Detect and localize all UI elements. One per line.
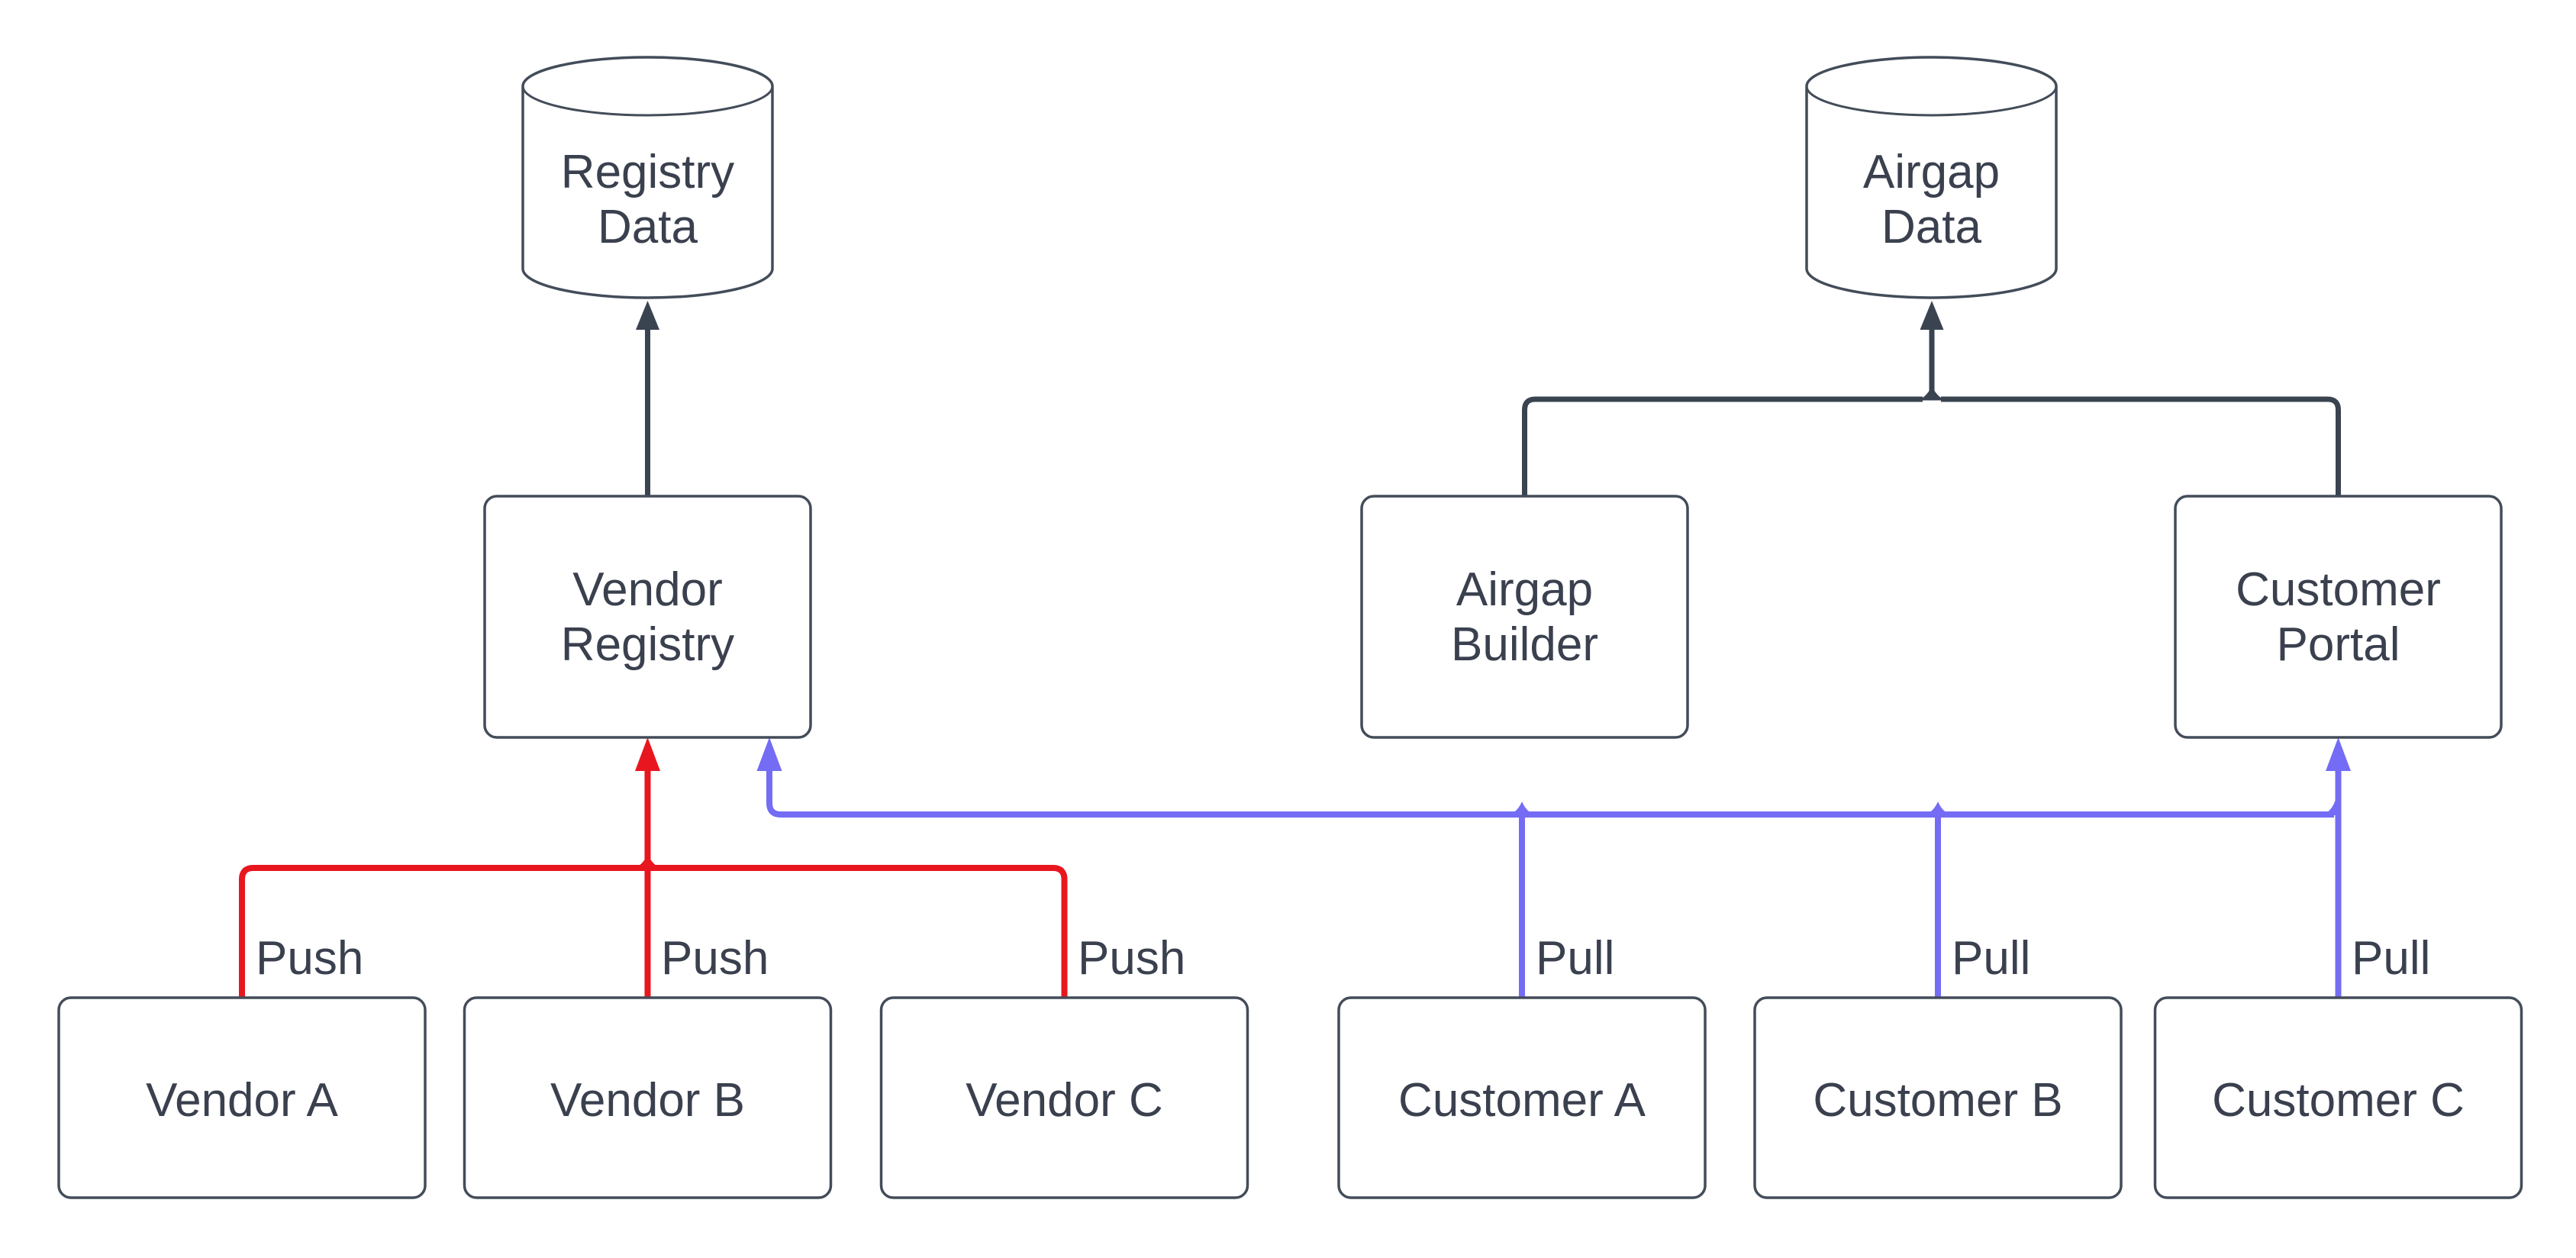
dark-edges (636, 301, 2341, 496)
arrowhead-pull-customer-portal (2326, 737, 2351, 771)
edge-label-push-vendor-b: Push (661, 932, 769, 985)
merge-flare-airgap (1917, 385, 1946, 401)
merge-flare-pull-b (1924, 802, 1952, 815)
label-customer-c: Customer C (2212, 1074, 2465, 1127)
label-registry-data-line2: Data (598, 201, 698, 253)
node-vendor-registry: Vendor Registry (483, 495, 812, 739)
edge-label-push-vendor-a: Push (256, 932, 363, 985)
node-airgap-builder: Airgap Builder (1360, 495, 1689, 739)
box-vendor-registry (483, 495, 812, 739)
label-airgap-data-line2: Data (1881, 201, 1981, 253)
box-airgap-builder (1360, 495, 1689, 739)
label-airgap-builder-line1: Airgap (1456, 563, 1593, 616)
box-customer-a (1337, 996, 1707, 1199)
node-airgap-data: Airgap Data (1805, 56, 2058, 299)
box-vendor-b (463, 996, 833, 1199)
box-customer-c (2153, 996, 2523, 1199)
push-edges: Push Push Push (239, 737, 1185, 998)
node-vendor-c: Vendor C (879, 996, 1249, 1199)
arrowhead-registry-data (636, 301, 659, 330)
edge-label-pull-customer-b: Pull (1952, 932, 2030, 985)
pull-edges: Pull Pull Pull (756, 737, 2430, 998)
node-customer-a: Customer A (1337, 996, 1707, 1199)
box-customer-b (1753, 996, 2123, 1199)
cylinder-shape-registry-data (521, 56, 774, 299)
cylinder-shape-airgap-data (1805, 56, 2058, 299)
label-vendor-registry-line2: Registry (561, 618, 734, 671)
edge-customer-portal-to-airgap-data (1941, 396, 2341, 496)
cylinder-top-arc-registry-data (521, 85, 774, 117)
merge-flare-pull-c (2322, 801, 2336, 815)
label-vendor-a: Vendor A (146, 1074, 338, 1127)
merge-flare-push (633, 854, 663, 869)
label-customer-a: Customer A (1398, 1074, 1646, 1127)
edge-push-rail-vendor-a-c (239, 865, 1068, 998)
edge-label-push-vendor-c: Push (1078, 932, 1185, 985)
merge-flare-pull-a (1508, 802, 1536, 815)
arrowhead-airgap-data (1920, 301, 1944, 330)
label-vendor-b: Vendor B (550, 1074, 745, 1127)
node-customer-portal: Customer Portal (2174, 495, 2503, 739)
edge-pull-elbow-to-vendor-registry (766, 769, 782, 818)
edge-airgap-builder-to-airgap-data (1522, 396, 1923, 496)
arrowhead-pull-vendor-registry (756, 737, 782, 771)
node-customer-b: Customer B (1753, 996, 2123, 1199)
box-vendor-a (57, 996, 427, 1199)
label-vendor-registry-line1: Vendor (572, 563, 723, 616)
node-registry-data: Registry Data (521, 56, 774, 299)
label-airgap-builder-line2: Builder (1451, 618, 1598, 671)
label-customer-portal-line2: Portal (2277, 618, 2400, 671)
node-vendor-b: Vendor B (463, 996, 833, 1199)
label-vendor-c: Vendor C (966, 1074, 1163, 1127)
arrowhead-push-vendor-registry (635, 737, 660, 771)
label-registry-data-line1: Registry (561, 146, 734, 198)
node-vendor-a: Vendor A (57, 996, 427, 1199)
cylinder-top-arc-airgap-data (1805, 85, 2058, 117)
label-customer-b: Customer B (1813, 1074, 2062, 1127)
label-airgap-data-line1: Airgap (1863, 146, 2000, 198)
edge-label-pull-customer-c: Pull (2352, 932, 2430, 985)
label-customer-portal-line1: Customer (2236, 563, 2441, 616)
box-customer-portal (2174, 495, 2503, 739)
box-vendor-c (879, 996, 1249, 1199)
node-customer-c: Customer C (2153, 996, 2523, 1199)
edge-label-pull-customer-a: Pull (1536, 932, 1614, 985)
